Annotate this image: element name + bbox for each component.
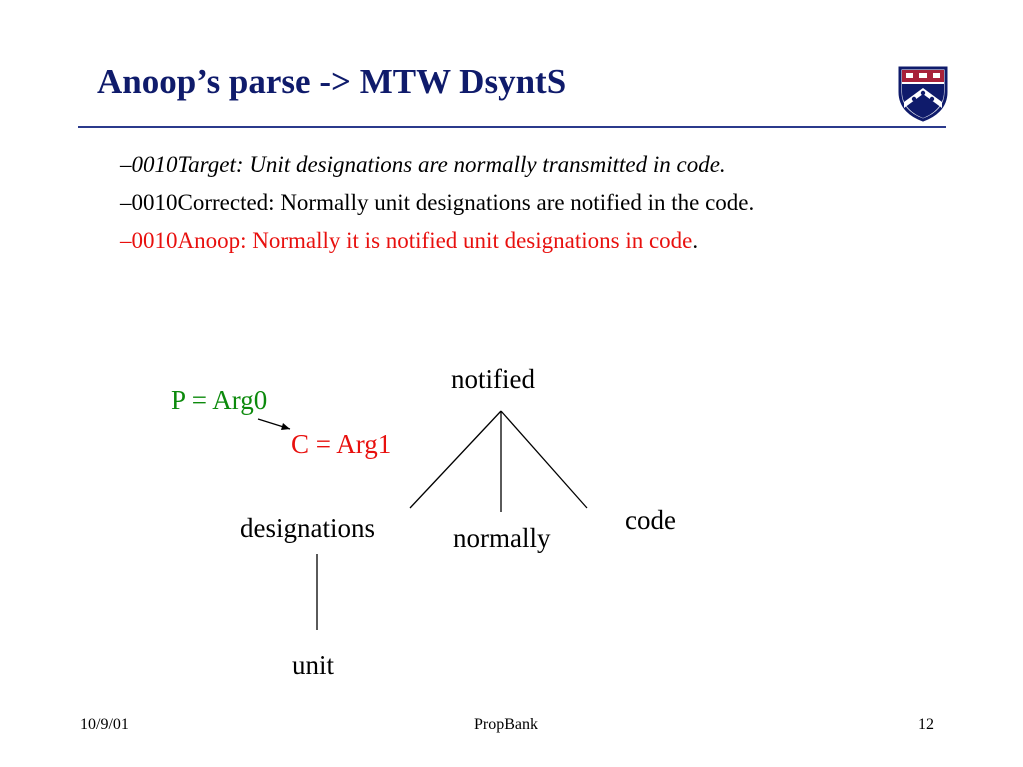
node-normally: normally <box>453 523 551 553</box>
target-dash: – <box>120 152 132 177</box>
target-separator: : <box>235 152 250 177</box>
arg-arrowhead <box>281 423 290 430</box>
node-notified: notified <box>451 364 535 394</box>
footer-date: 10/9/01 <box>80 716 129 733</box>
label-arg1: C = Arg1 <box>291 429 392 459</box>
footer-page-number: 12 <box>918 716 934 733</box>
anoop-text: –0010Anoop: Normally it is notified unit… <box>120 228 693 253</box>
target-text: Unit designations are normally transmitt… <box>249 152 726 177</box>
line-target: –0010Target: Unit designations are norma… <box>120 152 726 178</box>
line-corrected: –0010Corrected: Normally unit designatio… <box>120 190 755 215</box>
footer-center: PropBank <box>474 716 538 733</box>
node-unit: unit <box>292 650 335 680</box>
university-shield-icon <box>898 66 948 122</box>
edge-notified-designations <box>409 410 502 509</box>
slide-title: Anoop’s parse -> MTW DsyntS <box>97 62 567 101</box>
node-designations: designations <box>240 513 375 543</box>
node-code: code <box>625 505 676 535</box>
label-arg0: P = Arg0 <box>171 385 268 415</box>
title-divider <box>78 126 946 128</box>
edge-notified-code <box>500 410 588 509</box>
target-label: 0010Target <box>131 152 236 177</box>
anoop-period: . <box>692 228 699 253</box>
line-anoop: –0010Anoop: Normally it is notified unit… <box>120 228 698 254</box>
